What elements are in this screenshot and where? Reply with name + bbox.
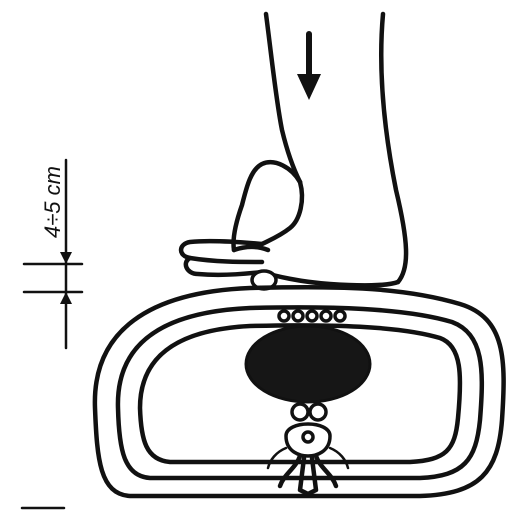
chest-cross-section <box>95 287 504 496</box>
depth-marker: 4÷5 cm <box>24 160 82 348</box>
heart <box>246 326 370 402</box>
arrow-down-icon <box>297 34 321 100</box>
sternum <box>279 311 345 321</box>
hand <box>181 162 398 289</box>
arm <box>266 14 406 282</box>
great-vessels <box>292 404 326 420</box>
depth-label: 4÷5 cm <box>40 166 65 238</box>
vertebra <box>268 424 348 494</box>
